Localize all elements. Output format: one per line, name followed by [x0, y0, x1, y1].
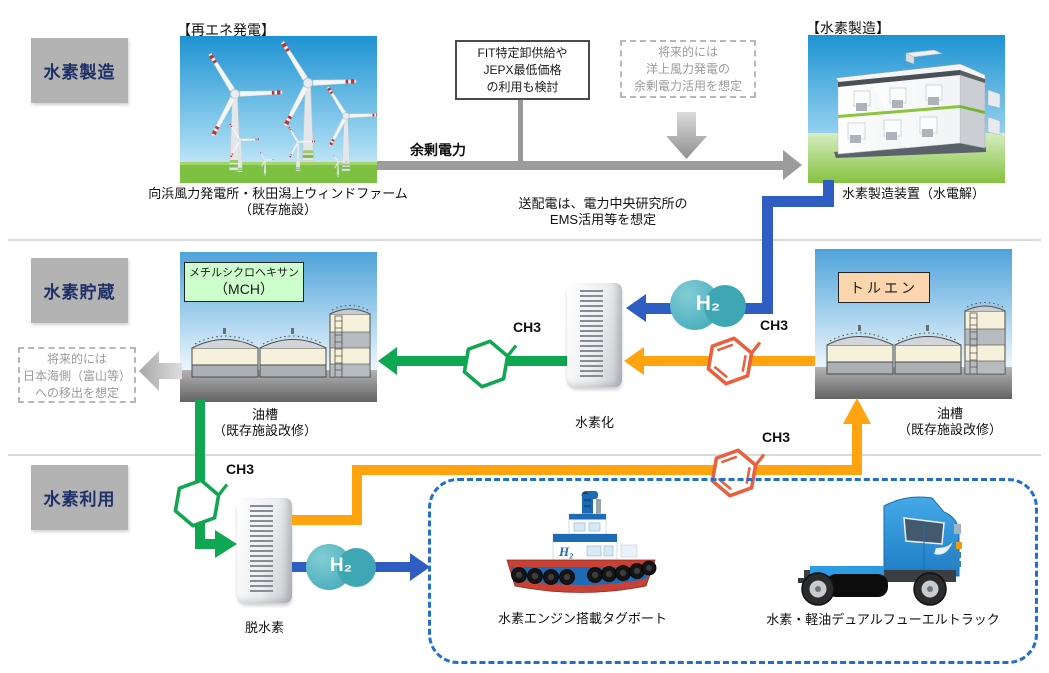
h2-pipe-arrowhead — [626, 294, 646, 322]
truck-caption: 水素・軽油デュアルフューエルトラック — [766, 612, 1000, 627]
export-note-line1: 将来的には — [46, 352, 107, 366]
h2-circle — [704, 285, 746, 327]
section-divider — [8, 454, 1041, 456]
transmission-note-line2: EMS活用等を想定 — [549, 212, 657, 227]
mch-tank-caption: 油槽 （既存施設改修） — [165, 407, 365, 439]
export-note-box: 将来的には 日本海側（富山等） への移出を想定 — [18, 347, 136, 403]
mch-label-line1: メチルシクロヘキサン — [189, 267, 299, 279]
toluene-tank-caption-line1: 油槽 — [936, 406, 963, 421]
toluene-molecule-icon — [703, 332, 763, 386]
ch3-label: CH3 — [762, 429, 791, 445]
toluene-tank-caption: 油槽 （既存施設改修） — [870, 406, 1030, 438]
mch-pipe-arrowhead — [215, 530, 237, 558]
h2-label: H₂ — [695, 291, 721, 315]
toluene-tank-caption-line2: （既存施設改修） — [897, 422, 1002, 437]
tugboat-illustration: H₂ — [506, 491, 657, 593]
transmission-note-line1: 送配電は、電力中央研究所の — [518, 196, 688, 211]
export-note-line2: 日本海側（富山等） — [22, 369, 131, 383]
wind-farm-illustration — [180, 36, 377, 183]
ch3-label: CH3 — [513, 319, 542, 335]
offshore-note-line1: 将来的には — [657, 45, 718, 59]
toluene-pipe-arrowhead — [624, 347, 644, 375]
hydrogenation-tower — [567, 283, 622, 387]
mch-pipe-arrowhead — [378, 347, 397, 375]
mch-pipe-segment — [195, 400, 205, 549]
fit-note-connector — [518, 100, 523, 161]
fit-note-line3: の利用も検討 — [486, 80, 559, 94]
h2-molecule-icon: H₂ — [306, 544, 376, 590]
mch-molecule-icon — [170, 474, 230, 528]
section-label-utilization: 水素利用 — [31, 465, 128, 530]
h2-pipe-segment — [762, 196, 834, 207]
fit-note-line2: JEPX最低価格 — [483, 63, 562, 77]
electrolyzer-caption: 水素製造装置（水電解） — [841, 186, 985, 201]
mch-tank-caption-line1: 油槽 — [251, 407, 278, 422]
h2-circle — [337, 548, 376, 587]
fit-note-line1: FIT特定卸供給や — [477, 46, 568, 60]
hydrogen-usage-container — [428, 478, 1038, 664]
offshore-down-arrow-icon — [666, 112, 707, 159]
section-divider — [8, 239, 1041, 241]
fit-note-box: FIT特定卸供給や JEPX最低価格 の利用も検討 — [455, 40, 590, 100]
offshore-note-box: 将来的には 洋上風力発電の 余剰電力活用を想定 — [620, 40, 756, 98]
surplus-power-arrow — [377, 161, 783, 170]
toluene-return-pipe-segment — [352, 465, 862, 475]
h2-pipe-segment — [762, 196, 773, 314]
wind-farm-caption-line2: （既存施設） — [238, 202, 317, 217]
mch-pipe-segment — [195, 539, 215, 549]
export-note-line3: への移出を想定 — [34, 386, 119, 400]
tower-vents — [580, 290, 604, 379]
tower-vents — [250, 505, 274, 595]
wind-farm-caption: 向浜風力発電所・秋田潟上ウィンドファーム （既存施設） — [128, 186, 428, 218]
mch-label-box: メチルシクロヘキサン （MCH） — [184, 262, 304, 302]
surplus-power-arrowhead — [783, 150, 802, 180]
ch3-label: CH3 — [760, 317, 789, 333]
offshore-note-line3: 余剰電力活用を想定 — [633, 79, 742, 93]
electrolyzer-building-illustration — [808, 35, 1005, 183]
section-label-storage: 水素貯蔵 — [31, 258, 128, 323]
toluene-return-pipe-segment — [852, 424, 862, 475]
toluene-return-pipe-segment — [352, 465, 362, 525]
h2plant-header: 【水素製造】 — [806, 20, 890, 36]
mch-molecule-icon — [459, 335, 519, 389]
dehydrogenation-caption: 脱水素 — [244, 620, 284, 635]
h2-label: H₂ — [329, 554, 353, 576]
truck-illustration — [798, 496, 962, 606]
toluene-label-box: トルエン — [838, 272, 930, 303]
section-label-production: 水素製造 — [31, 38, 128, 103]
tugboat-caption: 水素エンジン搭載タグボート — [497, 611, 667, 626]
h2-usage-arrowhead — [410, 553, 430, 581]
toluene-return-pipe-segment — [292, 515, 362, 525]
toluene-return-arrowhead — [843, 398, 871, 424]
surplus-power-label: 余剰電力 — [410, 142, 466, 158]
hydrogenation-caption: 水素化 — [574, 415, 614, 430]
export-left-arrow-icon — [139, 351, 182, 391]
mch-tank-caption-line2: （既存施設改修） — [212, 423, 317, 438]
dehydrogenation-tower — [237, 498, 292, 603]
mch-label-line2: （MCH） — [214, 281, 274, 297]
ch3-label: CH3 — [226, 461, 255, 477]
h2-molecule-icon: H₂ — [670, 280, 746, 330]
wind-farm-caption-line1: 向浜風力発電所・秋田潟上ウィンドファーム — [148, 186, 408, 201]
offshore-note-line2: 洋上風力発電の — [645, 62, 730, 76]
tugboat-h2-logo: H₂ — [558, 544, 574, 559]
transmission-note: 送配電は、電力中央研究所の EMS活用等を想定 — [473, 196, 733, 228]
h2-pipe-segment — [823, 180, 834, 202]
renewable-header: 【再エネ発電】 — [177, 22, 275, 38]
